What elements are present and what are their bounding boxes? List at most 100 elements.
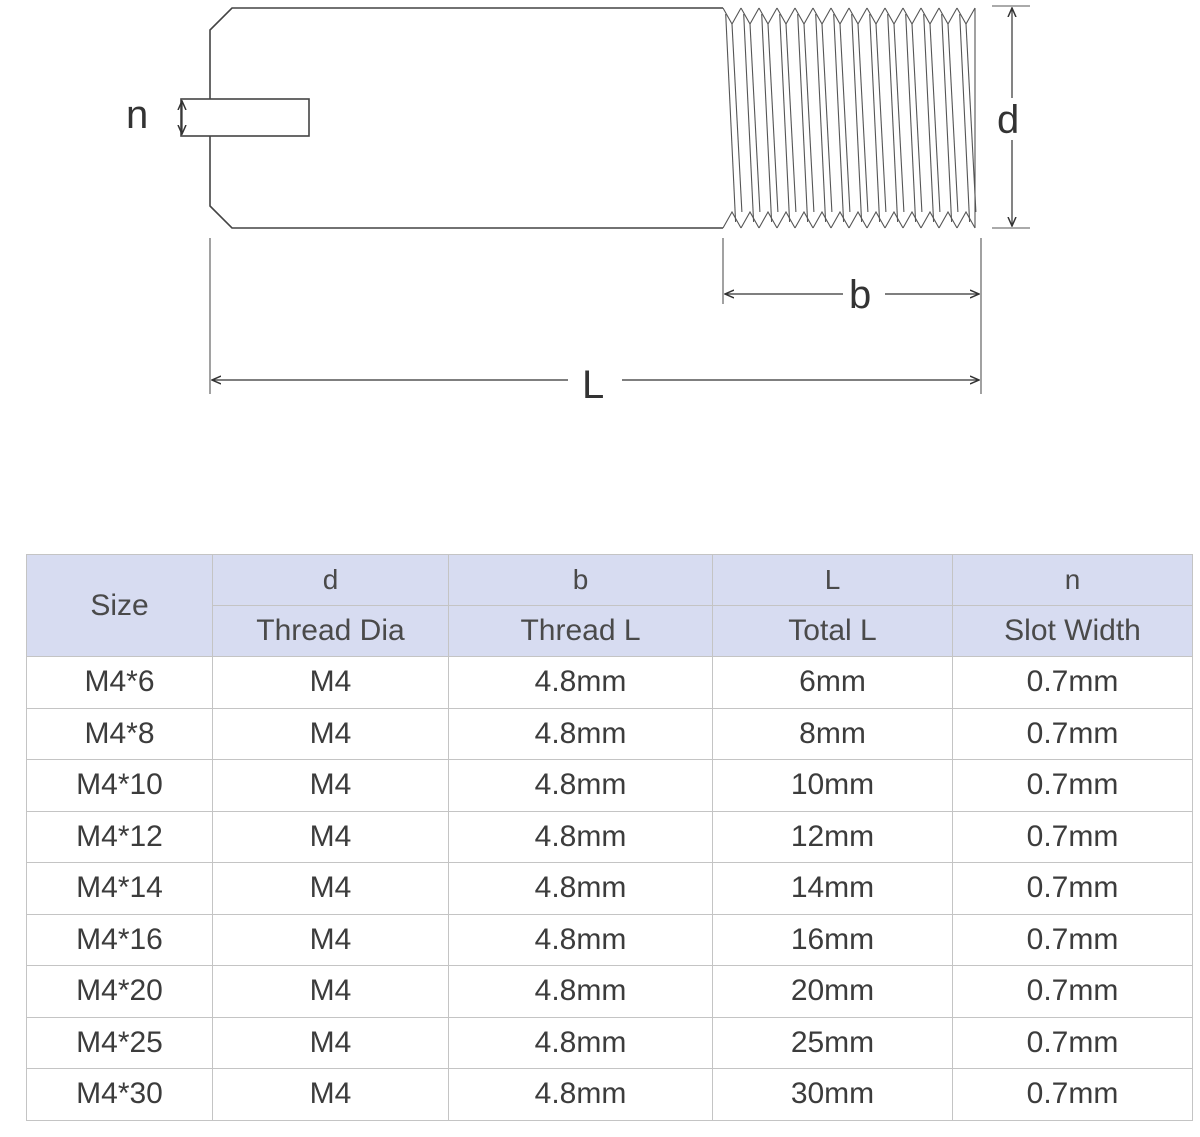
thread-line [965, 23, 977, 213]
cell-total-length: 8mm [712, 707, 953, 760]
label-b: b [849, 273, 871, 317]
cell-slot-width: 0.7mm [952, 759, 1193, 812]
header-thread-dia: Thread Dia [212, 605, 449, 657]
cell-size: M4*20 [26, 965, 213, 1018]
cell-thread-dia: M4 [212, 862, 449, 915]
cell-thread-dia: M4 [212, 707, 449, 760]
cell-size: M4*10 [26, 759, 213, 812]
table-header-row-symbols: Size d b L n [26, 554, 1193, 657]
thread-line [887, 13, 899, 223]
thread-crest-bottom [722, 210, 742, 229]
cell-slot-width: 0.7mm [952, 1068, 1193, 1121]
cell-total-length: 14mm [712, 862, 953, 915]
thread-line [833, 13, 845, 223]
cell-slot-width: 0.7mm [952, 810, 1193, 863]
thread-crest-bottom [830, 210, 850, 229]
cell-thread-dia: M4 [212, 965, 449, 1018]
thread-line [905, 13, 917, 223]
thread-line [959, 13, 971, 223]
thread-line [857, 23, 869, 213]
thread-crest-bottom [920, 210, 940, 229]
thread-line [947, 23, 959, 213]
cell-thread-length: 4.8mm [448, 707, 713, 760]
cell-size: M4*12 [26, 810, 213, 863]
cell-size: M4*30 [26, 1068, 213, 1121]
header-symbol-b: b [448, 554, 713, 606]
label-n: n [126, 93, 148, 137]
header-total-length: Total L [712, 605, 953, 657]
thread-section [722, 7, 977, 229]
thread-line [743, 13, 755, 223]
thread-line [779, 13, 791, 223]
thread-line [725, 13, 737, 223]
thread-crest-bottom [758, 210, 778, 229]
thread-crest-bottom [740, 210, 760, 229]
cell-size: M4*8 [26, 707, 213, 760]
thread-line [821, 23, 833, 213]
thread-crest-bottom [956, 210, 976, 229]
thread-line [911, 23, 923, 213]
cell-thread-length: 4.8mm [448, 759, 713, 812]
cell-thread-dia: M4 [212, 913, 449, 966]
thread-line [875, 23, 887, 213]
cell-total-length: 30mm [712, 1068, 953, 1121]
thread-crest-bottom [848, 210, 868, 229]
thread-line [929, 23, 941, 213]
cell-total-length: 20mm [712, 965, 953, 1018]
table-header-row-labels: Thread Dia Thread L Total L Slot Width [27, 605, 1193, 657]
header-symbol-L: L [712, 554, 953, 606]
cell-slot-width: 0.7mm [952, 707, 1193, 760]
header-slot-width: Slot Width [952, 605, 1193, 657]
cell-thread-dia: M4 [212, 810, 449, 863]
thread-crest-bottom [866, 210, 886, 229]
cell-total-length: 12mm [712, 810, 953, 863]
cell-slot-width: 0.7mm [952, 656, 1193, 709]
cell-size: M4*14 [26, 862, 213, 915]
thread-crest-bottom [776, 210, 796, 229]
cell-size: M4*25 [26, 1016, 213, 1069]
cell-size: M4*6 [26, 656, 213, 709]
header-symbol-n: n [952, 554, 1193, 606]
cell-thread-length: 4.8mm [448, 810, 713, 863]
cell-thread-dia: M4 [212, 759, 449, 812]
thread-line [797, 13, 809, 223]
cell-total-length: 6mm [712, 656, 953, 709]
label-L: L [582, 363, 604, 407]
header-size: Size [26, 554, 213, 657]
cell-thread-dia: M4 [212, 1016, 449, 1069]
cell-thread-length: 4.8mm [448, 913, 713, 966]
screw-slot [180, 98, 310, 137]
cell-total-length: 10mm [712, 759, 953, 812]
screw-spec-table: Size d b L n Thread Dia Thread L Total L… [26, 554, 1193, 1121]
thread-crest-bottom [812, 210, 832, 229]
header-thread-length: Thread L [448, 605, 713, 657]
thread-line [893, 23, 905, 213]
thread-crest-bottom [938, 210, 958, 229]
cell-slot-width: 0.7mm [952, 913, 1193, 966]
cell-thread-length: 4.8mm [448, 1016, 713, 1069]
cell-thread-length: 4.8mm [448, 1068, 713, 1121]
thread-line [749, 23, 761, 213]
thread-line [803, 23, 815, 213]
thread-line [839, 23, 851, 213]
header-symbol-d: d [212, 554, 449, 606]
thread-line [785, 23, 797, 213]
screw-dimension-diagram: n d b L [126, 5, 1030, 407]
thread-line [851, 13, 863, 223]
thread-line [815, 13, 827, 223]
cell-thread-dia: M4 [212, 656, 449, 709]
thread-crest-bottom [794, 210, 814, 229]
cell-slot-width: 0.7mm [952, 862, 1193, 915]
cell-slot-width: 0.7mm [952, 1016, 1193, 1069]
cell-thread-length: 4.8mm [448, 862, 713, 915]
thread-crest-bottom [884, 210, 904, 229]
label-d: d [997, 98, 1019, 142]
